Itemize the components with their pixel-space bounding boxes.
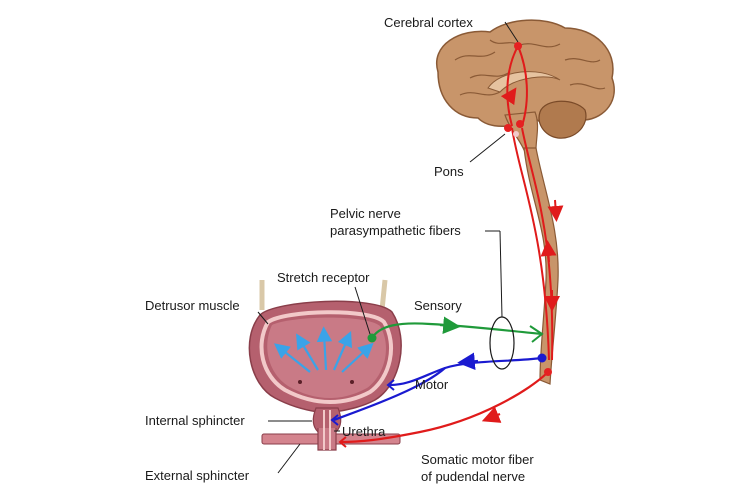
stretch-receptor-dot: [367, 333, 377, 343]
cns-pathways: [500, 42, 564, 361]
brain: [435, 19, 615, 151]
pons-neuron-2: [516, 120, 524, 128]
corpus-callosum: [487, 71, 561, 93]
label-pons: Pons: [434, 164, 464, 179]
sensory-pathway: [367, 316, 544, 343]
ureteric-orifice-right: [350, 380, 354, 384]
pons-neuron-3: [513, 131, 519, 137]
label-somatic-2: of pudendal nerve: [421, 469, 526, 484]
label-cerebral-cortex: Cerebral cortex: [384, 15, 473, 30]
label-pelvic-nerve-1: Pelvic nerve: [330, 206, 401, 221]
pons-neuron-1: [504, 124, 512, 132]
leader-lines: [257, 21, 519, 474]
somatic-pathway: [338, 368, 552, 448]
label-sensory: Sensory: [414, 298, 462, 313]
label-stretch-receptor: Stretch receptor: [277, 270, 370, 285]
bladder: [248, 279, 402, 451]
cortex-neuron: [514, 42, 522, 50]
label-motor: Motor: [415, 377, 449, 392]
urethra-tube: [317, 428, 337, 451]
motor-pathway: [330, 352, 547, 426]
brain-gyri: [454, 39, 606, 96]
label-somatic-1: Somatic motor fiber: [421, 452, 534, 467]
label-external-sphincter: External sphincter: [145, 468, 250, 483]
bladder-lining: [259, 310, 393, 405]
label-internal-sphincter: Internal sphincter: [145, 413, 245, 428]
cerebellum: [538, 100, 587, 139]
motor-neuron-dot: [537, 353, 547, 363]
label-pelvic-nerve-2: parasympathetic fibers: [330, 223, 461, 238]
ureteric-orifice-left: [298, 380, 302, 384]
label-detrusor-muscle: Detrusor muscle: [145, 298, 240, 313]
somatic-neuron-dot: [544, 368, 552, 376]
stretch-arrows: [273, 326, 374, 373]
ureter-right: [379, 279, 388, 311]
label-urethra: Urethra: [342, 424, 386, 439]
